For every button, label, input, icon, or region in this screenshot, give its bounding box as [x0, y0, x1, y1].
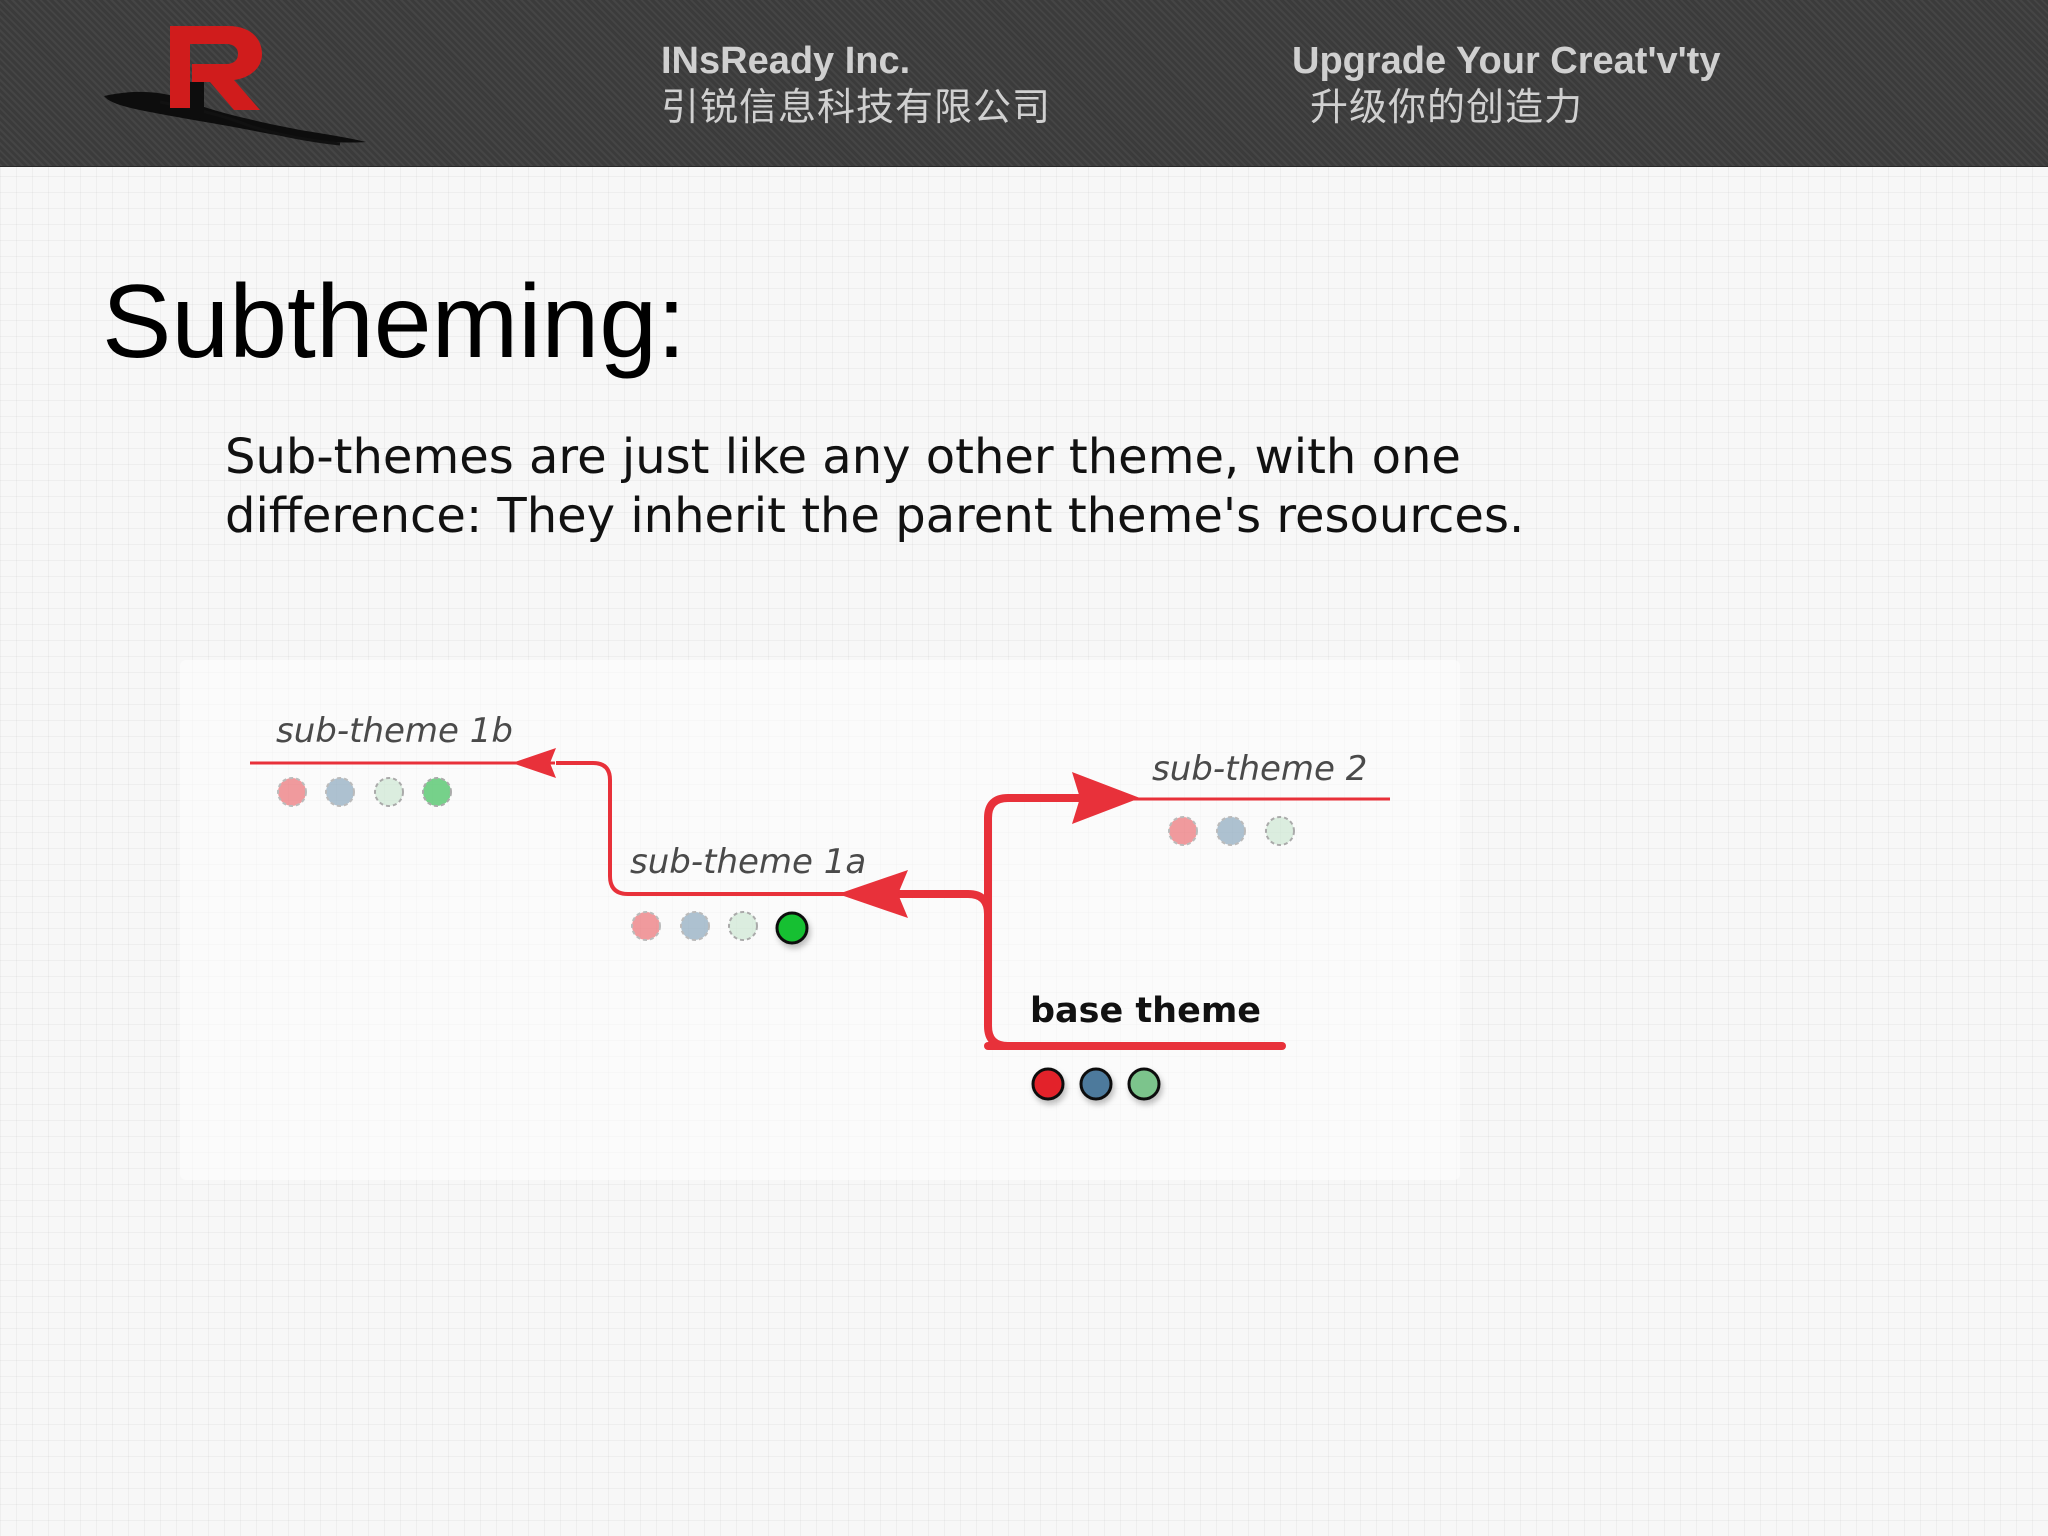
edge-base-to-2 [984, 794, 1080, 914]
dot-green-outline [1265, 816, 1295, 846]
sub-theme-1b-label: sub-theme 1b [276, 711, 513, 751]
tagline-en: Upgrade Your Creat'v'ty [1292, 40, 1721, 82]
edge-1a-to-1b [556, 761, 850, 896]
diagram-panel [180, 660, 1460, 1180]
arrowhead-to-1b [512, 748, 556, 778]
dot-red [631, 911, 661, 941]
dot-blue [680, 911, 710, 941]
header-bar: INsReady Inc. 引锐信息科技有限公司 Upgrade Your Cr… [0, 0, 2048, 167]
arrowhead-to-2 [1072, 772, 1140, 824]
company-name: INsReady Inc. 引锐信息科技有限公司 [661, 38, 1051, 130]
sub-theme-2-label: sub-theme 2 [1152, 749, 1367, 789]
base-theme-label: base theme [1030, 991, 1261, 1031]
sub-theme-2-dots [1168, 816, 1295, 846]
dot-red [1031, 1067, 1065, 1101]
dot-bright-green [775, 911, 809, 945]
insready-r-logo-icon [104, 26, 366, 146]
body-line-2: difference: They inherit the parent them… [225, 488, 1525, 544]
tagline-zh: 升级你的创造力 [1310, 85, 1584, 129]
dot-red [1168, 816, 1198, 846]
dot-red [277, 777, 307, 807]
body-line-1: Sub-themes are just like any other theme… [225, 429, 1461, 485]
sub-theme-1a-label: sub-theme 1a [630, 842, 866, 882]
dot-green [1127, 1067, 1161, 1101]
company-name-en: INsReady Inc. [661, 40, 911, 82]
slide-title: Subtheming: [102, 264, 686, 380]
dot-green [422, 777, 452, 807]
sub-theme-1a-dots [631, 911, 809, 945]
sub-theme-1b-dots [277, 777, 452, 807]
base-theme-dots [1031, 1067, 1161, 1101]
dot-blue [325, 777, 355, 807]
arrowhead-to-1a [838, 870, 908, 918]
dot-blue [1216, 816, 1246, 846]
company-name-zh: 引锐信息科技有限公司 [661, 85, 1052, 129]
dot-blue [1079, 1067, 1113, 1101]
dot-green-outline [728, 911, 758, 941]
tagline: Upgrade Your Creat'v'ty 升级你的创造力 [1292, 38, 1720, 130]
body-text: Sub-themes are just like any other theme… [225, 428, 1625, 546]
dot-green-outline [374, 777, 404, 807]
